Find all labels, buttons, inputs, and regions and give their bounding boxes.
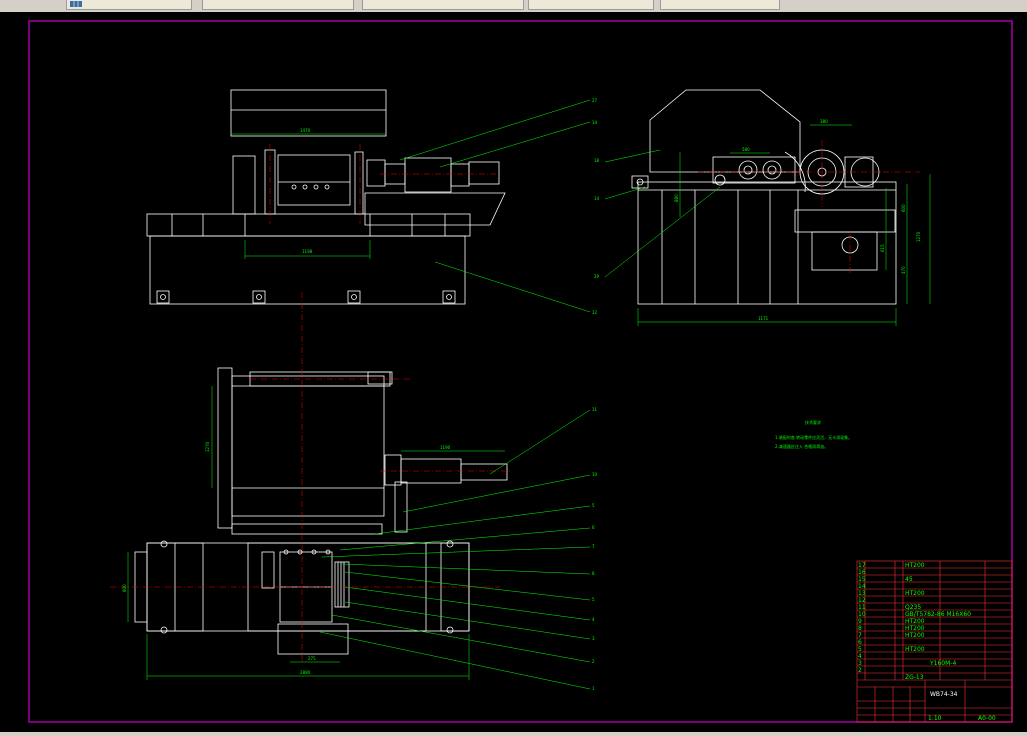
side-view xyxy=(631,89,897,305)
front-view xyxy=(146,89,506,305)
status-bar xyxy=(0,732,1027,736)
bom-material: HT200 xyxy=(905,632,925,639)
side-view-centerlines xyxy=(698,140,920,274)
toolbar-tab[interactable] xyxy=(528,0,654,10)
bom-material: 45 xyxy=(905,576,913,583)
drawing-canvas[interactable]: 1470 1198 xyxy=(0,12,1027,732)
bom-material: HT200 xyxy=(905,625,925,632)
bom-no: 11 xyxy=(858,604,866,611)
leader-label: 1 xyxy=(592,686,595,691)
bom-no: 12 xyxy=(858,597,866,604)
bom-material: HT200 xyxy=(905,618,925,625)
bom-no: 4 xyxy=(858,653,862,660)
leader-label: 29 xyxy=(594,274,600,279)
front-view-centerlines xyxy=(269,144,500,224)
top-leaders xyxy=(399,99,721,313)
leader-label: 27 xyxy=(592,98,598,103)
leader-label: 2 xyxy=(592,659,595,664)
leader-label: 5 xyxy=(592,597,595,602)
leader-label: 4 xyxy=(592,617,595,622)
side-left-dim: 580 xyxy=(742,147,750,152)
side-height-dim: 1270 xyxy=(916,231,921,242)
side-height-dim: 470 xyxy=(901,266,906,274)
leader-label: 3 xyxy=(592,636,595,641)
bom-no: 13 xyxy=(858,590,866,597)
side-view-dims xyxy=(637,124,931,326)
side-wheel-dim: 880 xyxy=(674,194,679,202)
plan-left-dim: 800 xyxy=(122,584,127,592)
cad-drawing: 1470 1198 xyxy=(28,20,1013,723)
tech-note-line: 1.装配时各 转动零件应灵活，无卡滞现象。 xyxy=(775,434,852,440)
drawing-scale: 1:10 xyxy=(928,715,942,722)
leader-label: 8 xyxy=(592,571,595,576)
bom-no: 5 xyxy=(858,646,862,653)
bom-no: 17 xyxy=(858,562,866,569)
bom-no: 2 xyxy=(858,667,862,674)
plan-view-centerlines xyxy=(110,292,510,662)
toolbar-tab[interactable] xyxy=(202,0,354,10)
plan-leaders xyxy=(319,409,591,690)
tech-note-line: 2.减速器应注入 合格润滑油。 xyxy=(775,443,828,449)
leader-label: 6 xyxy=(592,525,595,530)
leader-label: 12 xyxy=(592,310,598,315)
side-height-dim: 600 xyxy=(901,204,906,212)
toolbar-tab[interactable] xyxy=(660,0,780,10)
side-width-dim: 1171 xyxy=(758,316,769,321)
leader-label: 14 xyxy=(594,196,600,201)
bom-no: 3 xyxy=(858,660,862,667)
bom-no: 16 xyxy=(858,569,866,576)
leader-label: 18 xyxy=(594,158,600,163)
bom-no: 8 xyxy=(858,625,862,632)
bom-material: HT200 xyxy=(905,562,925,569)
plan-small-dim: 275 xyxy=(308,656,316,661)
leader-label: 5 xyxy=(592,503,595,508)
bom-material: ZG-13 xyxy=(905,674,924,681)
plan-view-dims xyxy=(127,386,505,680)
plan-side-dim: 1190 xyxy=(440,445,451,450)
side-height-dim: 615 xyxy=(880,244,885,252)
bom-material: Y160M-4 xyxy=(929,660,956,667)
bom-no: 15 xyxy=(858,576,866,583)
toolbar-tab[interactable] xyxy=(362,0,524,10)
front-inner-dim: 1198 xyxy=(302,249,313,254)
plan-view xyxy=(134,367,508,655)
grid-icon xyxy=(70,1,82,7)
front-view-dims xyxy=(231,133,386,259)
bom-material: Q235 xyxy=(905,604,921,611)
title-block xyxy=(856,560,1013,723)
bom-no: 7 xyxy=(858,632,862,639)
leader-label: 11 xyxy=(592,407,598,412)
plan-length-dim: 2880 xyxy=(300,670,311,675)
sheet-label: A0-00 xyxy=(978,715,996,722)
bom-no: 9 xyxy=(858,618,862,625)
leader-label: 7 xyxy=(592,544,595,549)
side-top-dim: 380 xyxy=(820,119,828,124)
front-width-dim: 1470 xyxy=(300,128,311,133)
bom-material: GB/T5782-86 M16X60 xyxy=(905,611,971,618)
leader-label: 10 xyxy=(592,472,598,477)
bom-material: HT200 xyxy=(905,646,925,653)
bom-no: 14 xyxy=(858,583,866,590)
bom-no: 10 xyxy=(858,611,866,618)
bom-material: HT200 xyxy=(905,590,925,597)
tech-notes-heading: 技术要求 xyxy=(805,419,821,425)
leader-label: 14 xyxy=(592,120,598,125)
toolbar-tab[interactable] xyxy=(66,0,192,10)
drawing-frame xyxy=(28,20,1013,723)
drawing-number: WB74-34 xyxy=(930,691,958,698)
plan-vertical-dim: 1270 xyxy=(205,441,210,452)
bom-no: 6 xyxy=(858,639,862,646)
bom-table: 17 HT200 16 15 45 14 13 HT200 12 11 Q235… xyxy=(858,562,971,681)
